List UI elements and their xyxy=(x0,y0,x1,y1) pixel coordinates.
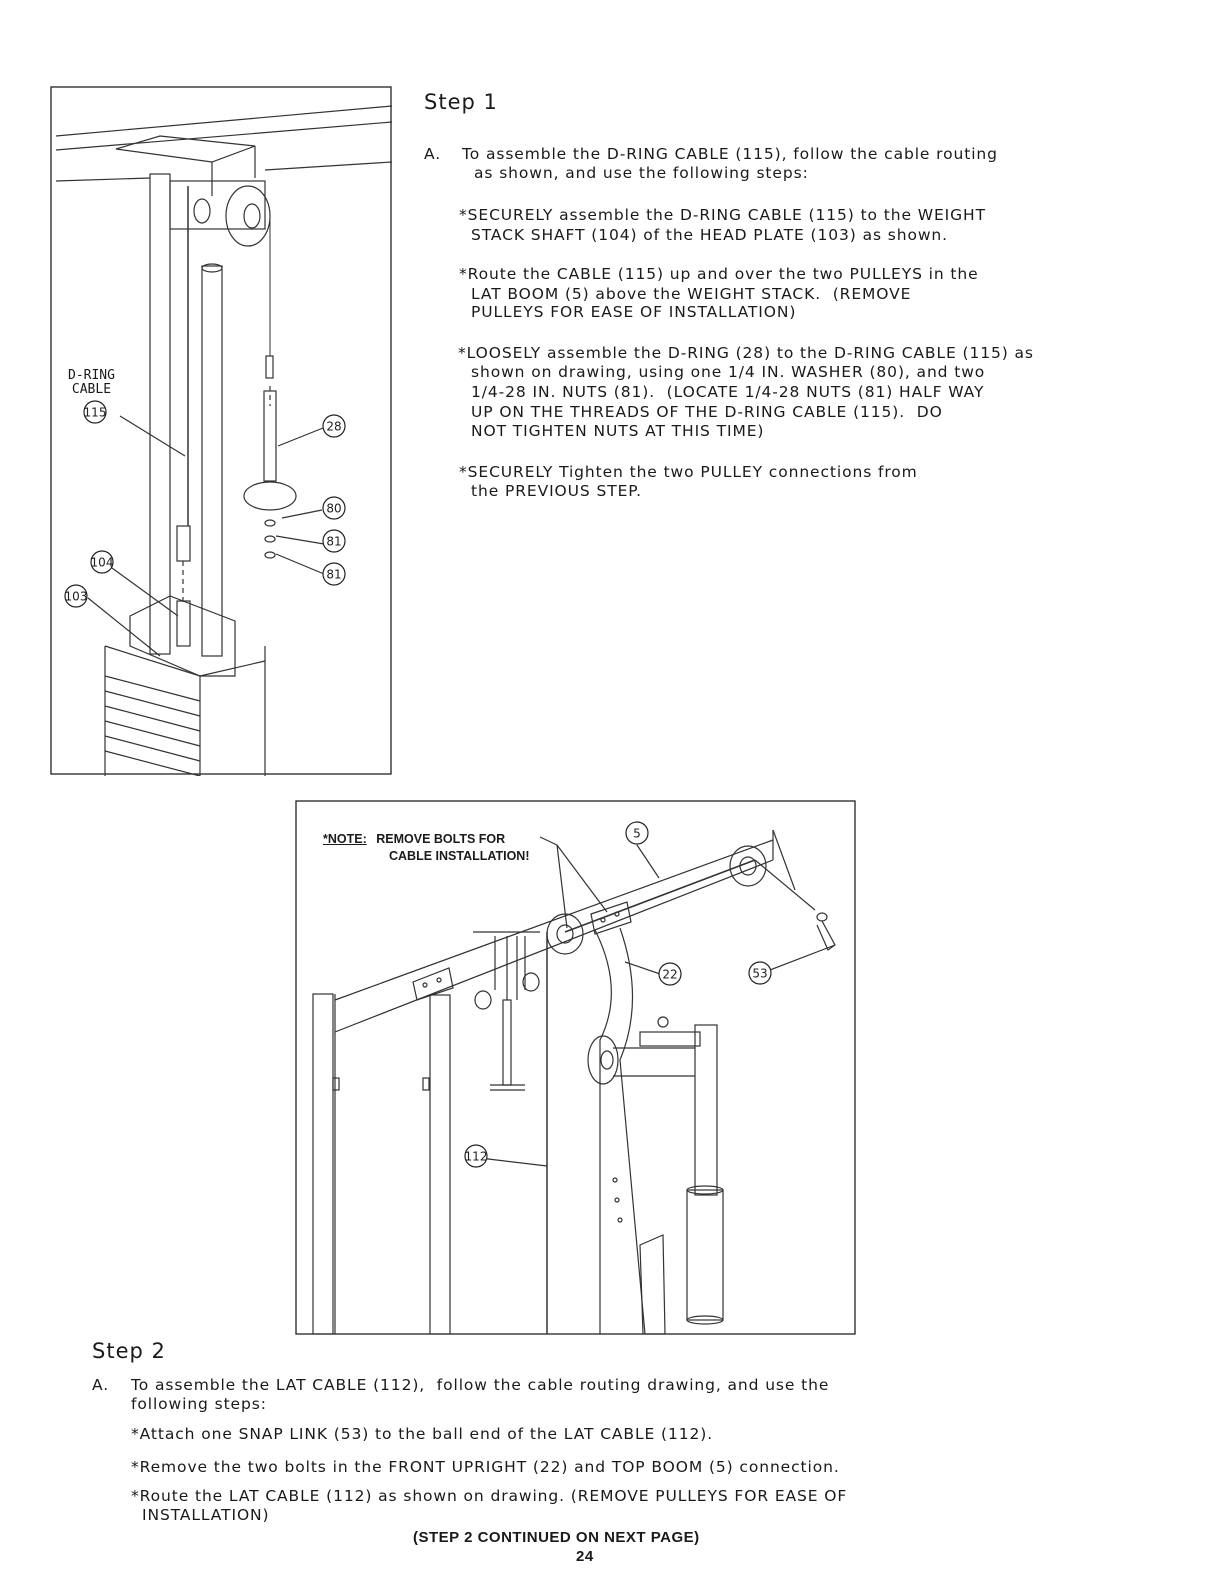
step-1-intro-line-1: To assemble the D-RING CABLE (115), foll… xyxy=(462,145,998,163)
fig2-callout-5: 5 xyxy=(625,821,649,845)
fig1-callout-81: 81 xyxy=(322,529,346,553)
fig2-callout-53: 53 xyxy=(748,961,772,985)
step-1-bullet-4-line-1: *SECURELY Tighten the two PULLEY connect… xyxy=(459,463,918,481)
step-2-bullet-3-line-1: *Route the LAT CABLE (112) as shown on d… xyxy=(131,1487,848,1505)
callout-number: 53 xyxy=(752,967,767,981)
callout-circle xyxy=(322,496,346,520)
fig2-callout-22: 22 xyxy=(658,962,682,986)
step-1-bullet-3-line-3: 1/4-28 IN. NUTS (81). (LOCATE 1/4-28 NUT… xyxy=(471,383,985,401)
step-1-intro-line-2: as shown, and use the following steps: xyxy=(474,164,809,182)
step-1-bullet-3-line-1: *LOOSELY assemble the D-RING (28) to the… xyxy=(458,344,1034,362)
step-2-bullet-1: *Attach one SNAP LINK (53) to the ball e… xyxy=(131,1425,714,1443)
fig1-callout-104: 104 xyxy=(90,550,114,574)
continued-note: (STEP 2 CONTINUED ON NEXT PAGE) xyxy=(413,1529,700,1546)
page-number: 24 xyxy=(576,1548,594,1565)
callout-number: 80 xyxy=(326,502,341,516)
callout-number: 104 xyxy=(91,556,114,570)
note-remove-bolts: *NOTE: REMOVE BOLTS FOR CABLE INSTALLATI… xyxy=(323,831,530,865)
figure-1: 115 28 80 81 81 104 103 D-RING CABLE xyxy=(50,86,393,777)
step-2-intro-line-2: following steps: xyxy=(131,1395,267,1413)
callout-number: 81 xyxy=(326,568,341,582)
step-1-bullet-2-line-2: LAT BOOM (5) above the WEIGHT STACK. (RE… xyxy=(471,285,912,303)
callout-circle xyxy=(625,821,649,845)
callout-number: 103 xyxy=(65,590,88,604)
callout-number: 81 xyxy=(326,535,341,549)
step-1-bullet-2-line-3: PULLEYS FOR EASE OF INSTALLATION) xyxy=(471,303,797,321)
fig1-callout-80: 80 xyxy=(322,496,346,520)
label-line-1: D-RING xyxy=(68,368,115,383)
callout-circle xyxy=(464,1144,488,1168)
callout-number: 112 xyxy=(465,1150,488,1164)
callout-circle xyxy=(322,529,346,553)
step-2-bullet-2: *Remove the two bolts in the FRONT UPRIG… xyxy=(131,1458,840,1476)
step-1-bullet-1-line-1: *SECURELY assemble the D-RING CABLE (115… xyxy=(459,206,986,224)
callout-circle xyxy=(90,550,114,574)
callout-circle xyxy=(64,584,88,608)
callout-number: 28 xyxy=(326,420,341,434)
step-2-bullet-3-line-2: INSTALLATION) xyxy=(142,1506,270,1524)
callout-circle xyxy=(322,562,346,586)
callout-circle xyxy=(83,400,107,424)
step-1-marker: A. xyxy=(424,145,442,163)
fig1-callout-28: 28 xyxy=(322,414,346,438)
callout-circle xyxy=(658,962,682,986)
note-line-2: CABLE INSTALLATION! xyxy=(389,849,530,863)
d-ring-cable-label: D-RING CABLE xyxy=(68,369,115,397)
step-1-bullet-4-line-2: the PREVIOUS STEP. xyxy=(471,482,642,500)
fig1-callout-81: 81 xyxy=(322,562,346,586)
fig1-callout-103: 103 xyxy=(64,584,88,608)
step-1-bullet-3-line-4: UP ON THE THREADS OF THE D-RING CABLE (1… xyxy=(471,403,943,421)
step-2-heading: Step 2 xyxy=(92,1339,166,1363)
step-2-intro-line-1: To assemble the LAT CABLE (112), follow … xyxy=(131,1376,830,1394)
figure-2: 5 22 53 112 *NOTE: REMOVE BOLTS FOR CABLE I… xyxy=(295,800,857,1336)
callout-number: 22 xyxy=(662,968,677,982)
step-1-bullet-2-line-1: *Route the CABLE (115) up and over the t… xyxy=(459,265,979,283)
callout-number: 5 xyxy=(633,827,641,841)
step-1-bullet-1-line-2: STACK SHAFT (104) of the HEAD PLATE (103… xyxy=(471,226,948,244)
step-2-marker: A. xyxy=(92,1376,110,1394)
callout-circle xyxy=(748,961,772,985)
fig1-callout-115: 115 xyxy=(83,400,107,424)
note-prefix: *NOTE: xyxy=(323,832,367,846)
figure-1-drawing: 115 28 80 81 81 104 103 xyxy=(50,86,393,777)
step-1-heading: Step 1 xyxy=(424,90,498,114)
callout-number: 115 xyxy=(84,406,107,420)
figure-2-drawing: 5 22 53 112 xyxy=(295,800,856,1335)
label-line-2: CABLE xyxy=(71,382,112,397)
fig2-callout-112: 112 xyxy=(464,1144,488,1168)
note-line-1: REMOVE BOLTS FOR xyxy=(376,832,506,846)
step-1-bullet-3-line-5: NOT TIGHTEN NUTS AT THIS TIME) xyxy=(471,422,765,440)
step-1-bullet-3-line-2: shown on drawing, using one 1/4 IN. WASH… xyxy=(471,363,986,381)
callout-circle xyxy=(322,414,346,438)
